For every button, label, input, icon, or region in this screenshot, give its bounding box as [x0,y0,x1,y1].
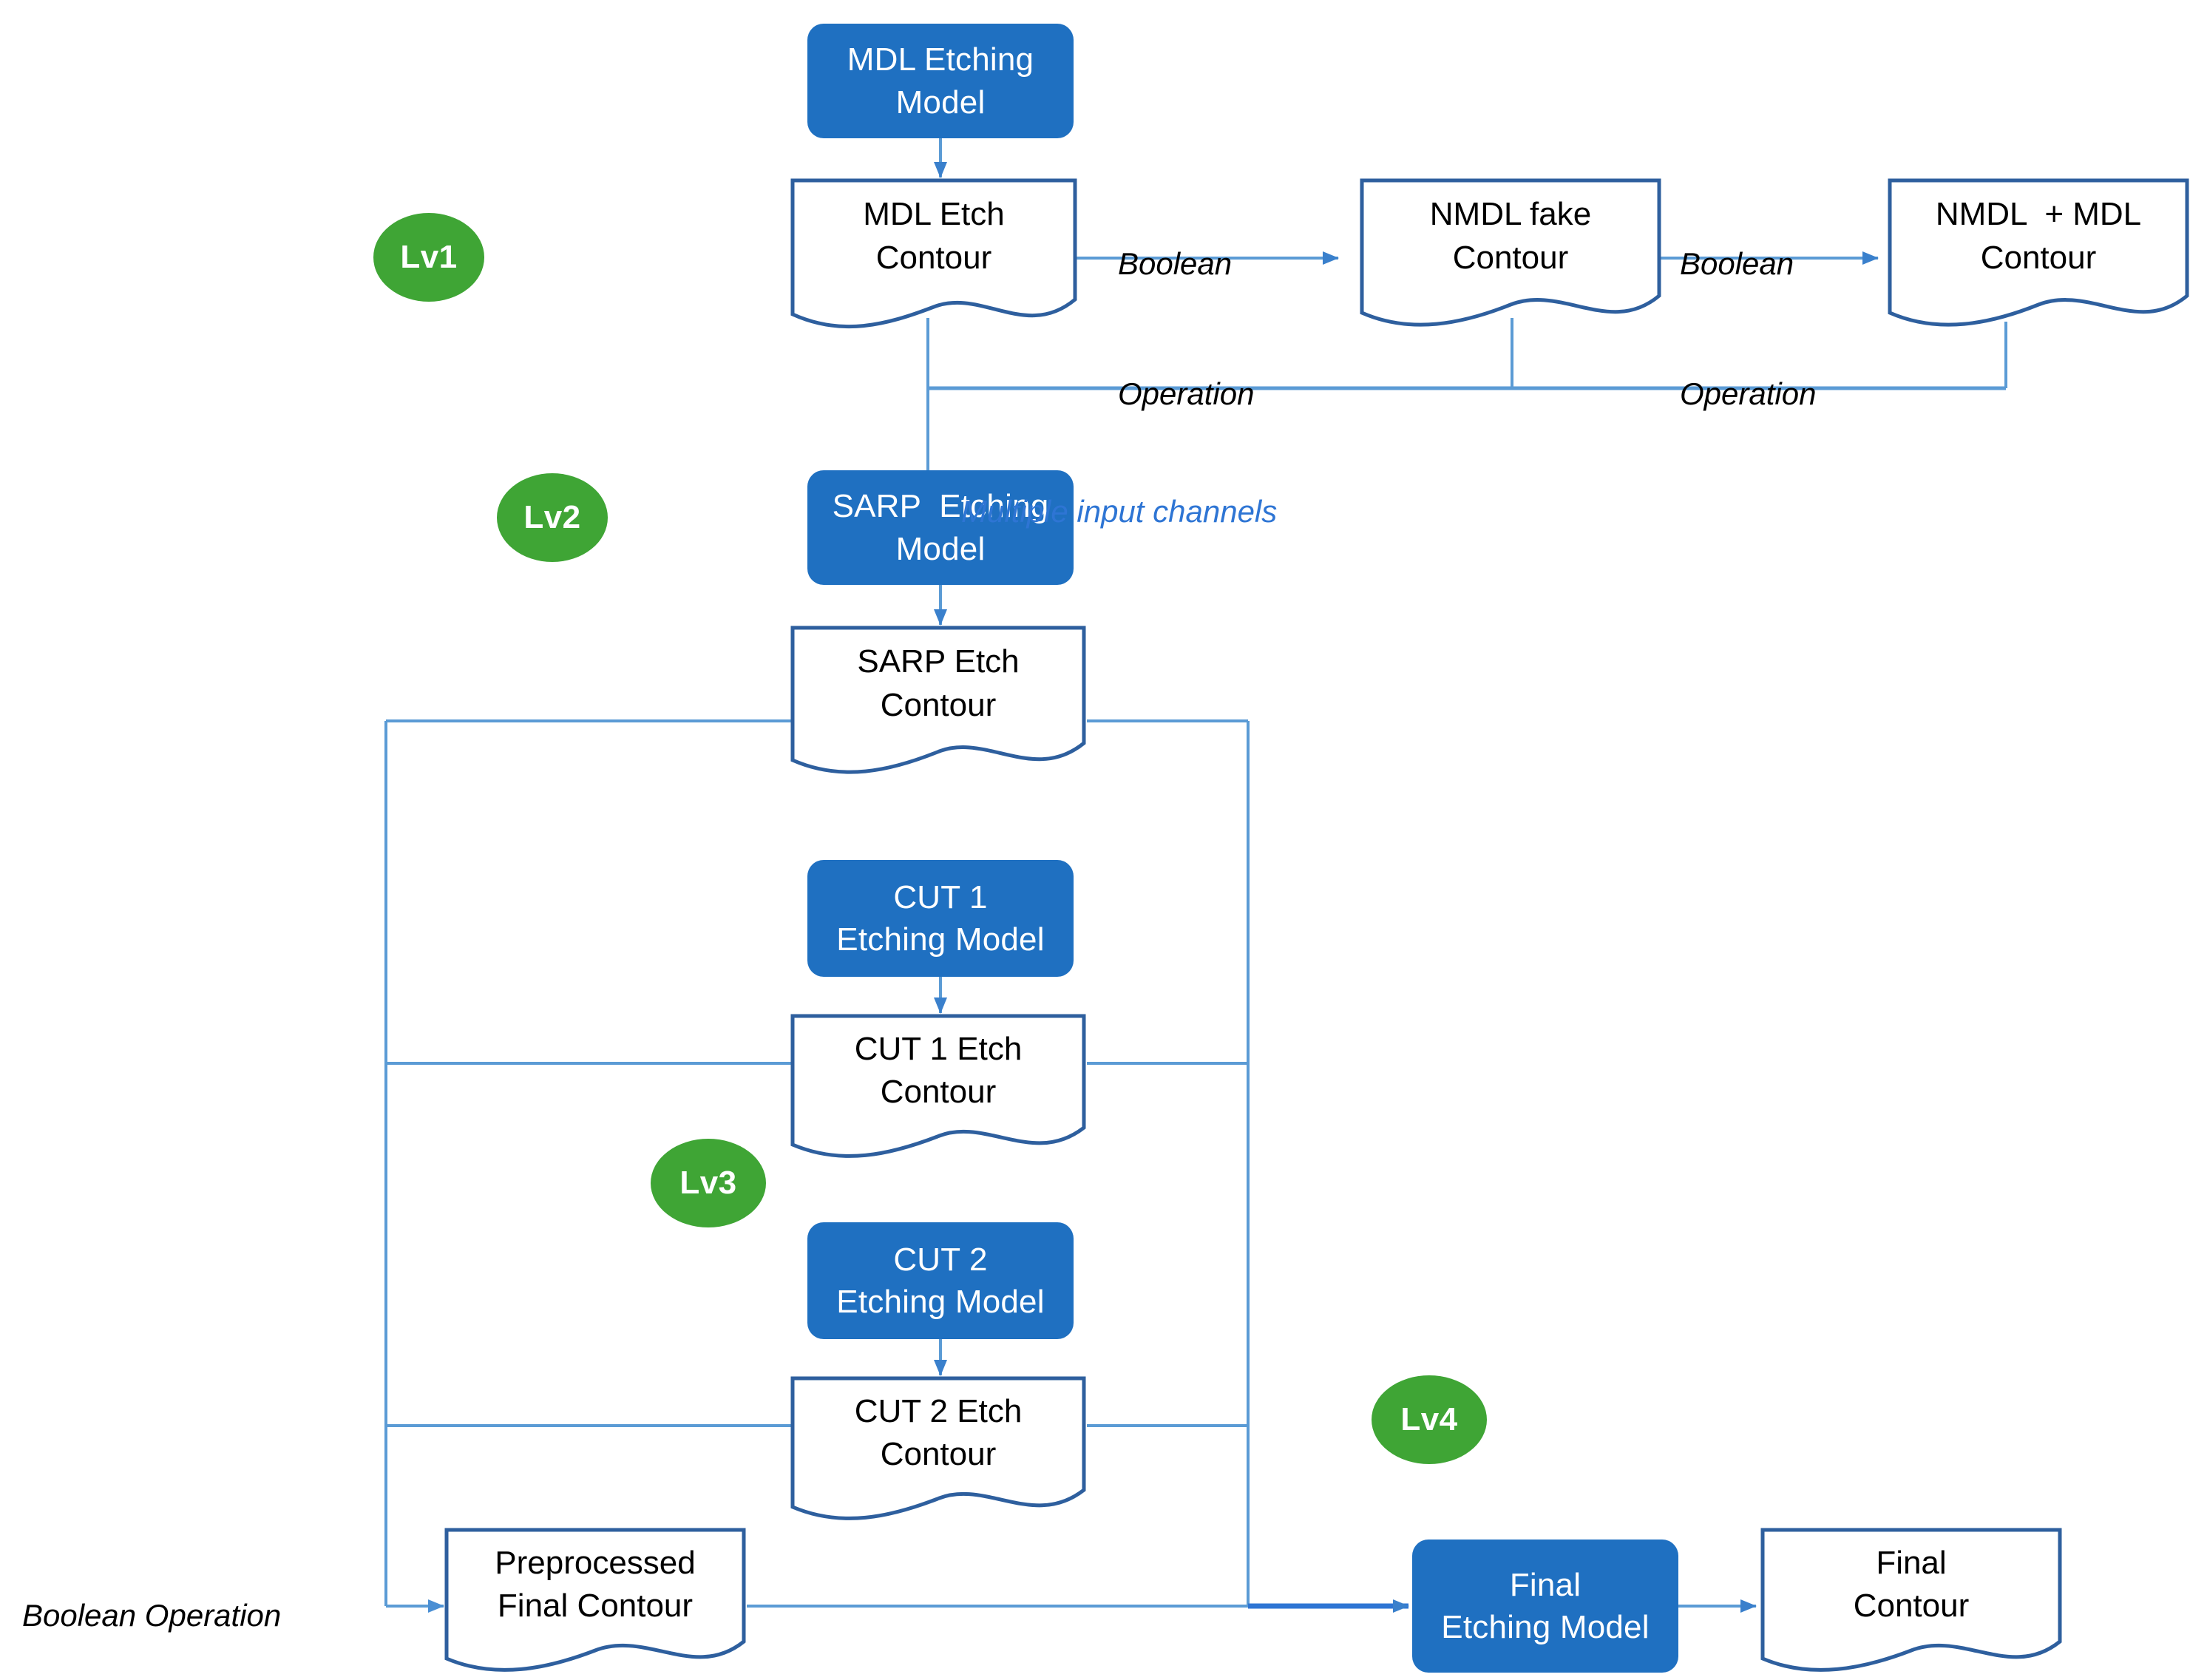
annotation-line-1: Boolean [1680,245,1794,281]
level-badge-label: Lv2 [523,499,581,535]
model-line-1: CUT 1 [893,878,988,915]
level-badge-lv3: Lv3 [651,1139,766,1227]
contour-shape-mdl-etch[interactable] [790,177,1078,329]
model-box-sarp-etching[interactable]: SARP Etching Model [807,470,1074,585]
annotation-line-1: Boolean Operation [22,1597,282,1633]
level-badge-lv2: Lv2 [497,473,608,562]
model-box-mdl-etching[interactable]: MDL Etching Model [807,24,1074,138]
annotation-line-1: Boolean [1118,245,1233,281]
contour-shape-final[interactable] [1760,1527,2063,1675]
annotation-multiple-input-channels-top: Multiple input channels [961,403,1277,620]
model-box-cut1-etching[interactable]: CUT 1 Etching Model [807,860,1074,977]
model-line-1: SARP Etching [832,488,1049,525]
annotation-boolean-operation-1: Boolean Operation [1118,155,1254,503]
model-line-1: Final [1509,1566,1582,1603]
contour-shape-cut1-etch[interactable] [790,1013,1087,1161]
model-line-2: Model [895,84,986,121]
model-line-1: CUT 2 [893,1241,988,1278]
level-badge-label: Lv1 [400,239,458,275]
contour-shape-nmdl-plus-mdl[interactable] [1887,177,2190,329]
level-badge-lv4: Lv4 [1372,1375,1487,1464]
model-line-2: Etching Model [836,1284,1045,1320]
model-box-final-etching[interactable]: Final Etching Model [1412,1540,1678,1673]
model-line-2: Etching Model [1441,1609,1650,1645]
level-badge-lv1: Lv1 [373,213,484,302]
annotation-line-1: Multiple input channels [961,493,1278,529]
annotation-multiple-input-channels-bottom: Multiple input channels [983,1612,1299,1680]
level-badge-label: Lv3 [679,1165,737,1201]
annotation-boolean-operation-2: Boolean Operation [1680,155,1816,503]
level-badge-label: Lv4 [1400,1401,1458,1437]
model-line-2: Model [895,530,986,567]
model-line-1: MDL Etching [847,41,1034,78]
annotation-line-2: Operation [1118,376,1255,411]
annotation-boolean-operation-process: Boolean Operation according to process [22,1507,326,1680]
contour-shape-preprocessed-final[interactable] [444,1527,747,1675]
model-box-cut2-etching[interactable]: CUT 2 Etching Model [807,1222,1074,1339]
model-line-2: Etching Model [836,921,1045,958]
contour-shape-nmdl-fake[interactable] [1359,177,1662,329]
annotation-line-2: Operation [1680,376,1817,411]
contour-shape-sarp-etch[interactable] [790,625,1087,776]
contour-shape-cut2-etch[interactable] [790,1375,1087,1523]
